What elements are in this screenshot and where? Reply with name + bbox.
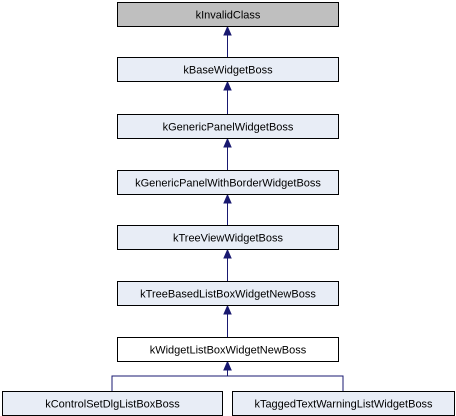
class-node-n3[interactable]: kGenericPanelWithBorderWidgetBoss xyxy=(117,170,339,195)
class-node-label: kTaggedTextWarningListWidgetBoss xyxy=(254,399,433,411)
class-node-n4[interactable]: kTreeViewWidgetBoss xyxy=(117,225,339,250)
class-node-box xyxy=(117,170,339,195)
class-node-box xyxy=(117,337,339,362)
class-node-box xyxy=(117,57,339,82)
class-node-n5[interactable]: kTreeBasedListBoxWidgetNewBoss xyxy=(117,281,339,306)
class-node-box xyxy=(2,391,223,416)
class-node-box xyxy=(117,114,339,139)
class-node-box xyxy=(117,225,339,250)
class-node-n7[interactable]: kControlSetDlgListBoxBoss xyxy=(2,391,223,416)
class-node-n0: kInvalidClass xyxy=(117,2,339,27)
edge-line xyxy=(227,369,344,391)
class-node-n2[interactable]: kGenericPanelWidgetBoss xyxy=(117,114,339,139)
class-node-label: kTreeBasedListBoxWidgetNewBoss xyxy=(140,289,316,301)
class-node-label: kInvalidClass xyxy=(196,10,261,22)
class-node-n8[interactable]: kTaggedTextWarningListWidgetBoss xyxy=(232,391,455,416)
arrowhead-icon xyxy=(223,248,232,259)
edge-n6-to-n5 xyxy=(223,304,232,337)
edge-n2-to-n1 xyxy=(223,80,232,114)
class-node-label: kGenericPanelWithBorderWidgetBoss xyxy=(135,178,321,190)
edge-n7-to-n6 xyxy=(111,360,232,391)
class-node-n1[interactable]: kBaseWidgetBoss xyxy=(117,57,339,82)
edge-n5-to-n4 xyxy=(223,248,232,281)
edge-n1-to-n0 xyxy=(223,25,232,57)
arrowhead-icon xyxy=(223,80,232,91)
arrowhead-icon xyxy=(223,360,232,371)
arrowhead-icon xyxy=(223,304,232,315)
arrowhead-icon xyxy=(223,137,232,148)
edge-line xyxy=(111,369,228,391)
edges-layer xyxy=(111,25,344,391)
class-node-box xyxy=(232,391,455,416)
edge-n8-to-n6 xyxy=(223,360,344,391)
class-node-label: kBaseWidgetBoss xyxy=(183,65,273,77)
arrowhead-icon xyxy=(223,193,232,204)
class-node-label: kTreeViewWidgetBoss xyxy=(173,233,284,245)
class-node-box xyxy=(117,281,339,306)
class-node-label: kWidgetListBoxWidgetNewBoss xyxy=(150,345,307,357)
edge-n3-to-n2 xyxy=(223,137,232,170)
class-node-label: kControlSetDlgListBoxBoss xyxy=(45,399,180,411)
arrowhead-icon xyxy=(223,25,232,36)
class-node-label: kGenericPanelWidgetBoss xyxy=(163,122,294,134)
edge-n4-to-n3 xyxy=(223,193,232,225)
class-node-box xyxy=(117,2,339,27)
class-node-n6: kWidgetListBoxWidgetNewBoss xyxy=(117,337,339,362)
